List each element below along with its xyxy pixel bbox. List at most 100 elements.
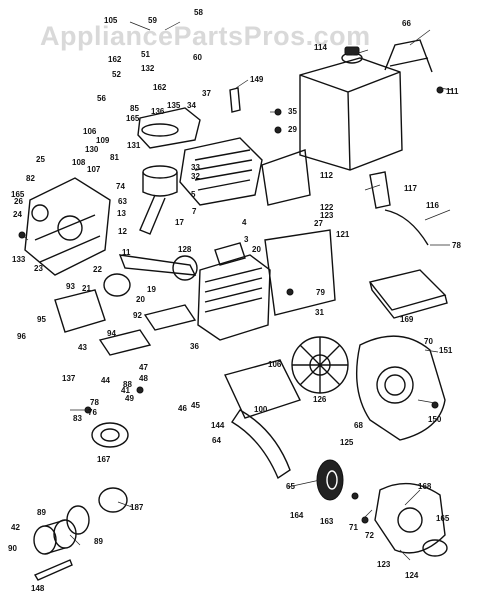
part-label: 71 — [349, 523, 358, 532]
part-label: 137 — [62, 374, 76, 383]
baffle — [261, 149, 311, 206]
part-label: 121 — [336, 230, 350, 239]
part-label: 70 — [424, 337, 433, 346]
part-label: 37 — [202, 89, 211, 98]
part-label: 21 — [82, 284, 91, 293]
part-label: 106 — [268, 360, 282, 369]
part-label: 114 — [314, 43, 327, 52]
part-label: 96 — [17, 332, 26, 341]
part-label: 122 — [320, 203, 334, 212]
part-label: 78 — [452, 241, 461, 250]
part-label: 130 — [85, 145, 99, 154]
part-label: 52 — [112, 70, 121, 79]
part-label: 109 — [96, 136, 110, 145]
part-label: 162 — [108, 55, 122, 64]
part-label: 148 — [31, 584, 45, 593]
part-label: 169 — [400, 315, 414, 324]
part-label: 3 — [244, 235, 249, 244]
part-label: 92 — [133, 311, 142, 320]
part-label: 133 — [12, 255, 26, 264]
part-label: 164 — [290, 511, 304, 520]
bearing-sleeve-2 — [66, 505, 90, 535]
part-label: 165 — [126, 114, 140, 123]
gasket-ring — [141, 123, 179, 137]
part-label: 126 — [313, 395, 327, 404]
fuel-line — [384, 209, 429, 246]
part-label: 26 — [14, 197, 23, 206]
part-label: 56 — [97, 94, 106, 103]
valve-cover — [137, 107, 201, 149]
part-label: 100 — [254, 405, 268, 414]
part-label: 123 — [320, 211, 334, 220]
part-label: 4 — [242, 218, 247, 227]
part-label: 111 — [446, 87, 459, 96]
tank-bracket — [384, 39, 433, 73]
part-label: 93 — [66, 282, 75, 291]
part-label: 49 — [125, 394, 134, 403]
connecting-rod — [139, 194, 166, 235]
part-label: 132 — [141, 64, 155, 73]
part-label: 125 — [340, 438, 354, 447]
part-label: 151 — [439, 346, 453, 355]
part-label: 66 — [402, 19, 411, 28]
part-label: 33 — [191, 163, 200, 172]
watermark: AppliancePartsPros.com — [40, 21, 371, 51]
part-label: 25 — [36, 155, 45, 164]
starter-cup — [422, 539, 448, 557]
part-label: 24 — [13, 210, 22, 219]
part-label: 128 — [178, 245, 192, 254]
part-label: 36 — [190, 342, 199, 351]
part-label: 108 — [72, 158, 86, 167]
part-label: 79 — [316, 288, 325, 297]
part-label: 60 — [193, 53, 202, 62]
part-label: 34 — [187, 101, 196, 110]
part-label: 31 — [315, 308, 324, 317]
starter-gear — [316, 459, 344, 501]
fuel-tank — [299, 57, 403, 171]
blower-housing — [355, 335, 446, 441]
part-label: 68 — [354, 421, 363, 430]
part-label: 85 — [130, 104, 139, 113]
part-label: 42 — [11, 523, 20, 532]
part-label: 135 — [167, 101, 181, 110]
base-plate — [224, 359, 301, 419]
part-label: 162 — [153, 83, 167, 92]
muffler-shield — [231, 409, 291, 480]
part-label: 23 — [34, 264, 43, 273]
part-label: 90 — [8, 544, 17, 553]
part-label: 76 — [88, 408, 97, 417]
leader-lines — [21, 21, 453, 561]
cylinder-head — [179, 137, 263, 206]
part-label: 107 — [87, 165, 101, 174]
part-label: 12 — [118, 227, 127, 236]
part-label: 20 — [252, 245, 261, 254]
part-label: 82 — [26, 174, 35, 183]
part-label: 94 — [107, 329, 116, 338]
part-label: 88 — [123, 380, 132, 389]
part-label: 149 — [250, 75, 264, 84]
part-label: 32 — [191, 172, 200, 181]
part-label: 187 — [130, 503, 144, 512]
part-label: 58 — [194, 8, 203, 17]
part-label: 48 — [139, 374, 148, 383]
part-label: 83 — [73, 414, 82, 423]
part-number-labels: 105 59 58 162 51 52 132 56 60 66 114 111… — [8, 8, 461, 593]
part-label: 165 — [436, 514, 450, 523]
crankcase-seal — [31, 204, 49, 222]
part-label: 59 — [148, 16, 157, 25]
part-label: 123 — [377, 560, 391, 569]
part-label: 165 — [11, 190, 25, 199]
piston — [142, 165, 178, 179]
part-label: 17 — [175, 218, 184, 227]
part-label: 89 — [94, 537, 103, 546]
part-label: 112 — [320, 171, 333, 180]
part-label: 35 — [288, 107, 297, 116]
part-label: 78 — [90, 398, 99, 407]
part-label: 29 — [288, 125, 297, 134]
part-label: 44 — [101, 376, 110, 385]
engine-block — [197, 254, 271, 341]
part-label: 105 — [104, 16, 118, 25]
part-label: 20 — [136, 295, 145, 304]
part-label: 144 — [211, 421, 225, 430]
